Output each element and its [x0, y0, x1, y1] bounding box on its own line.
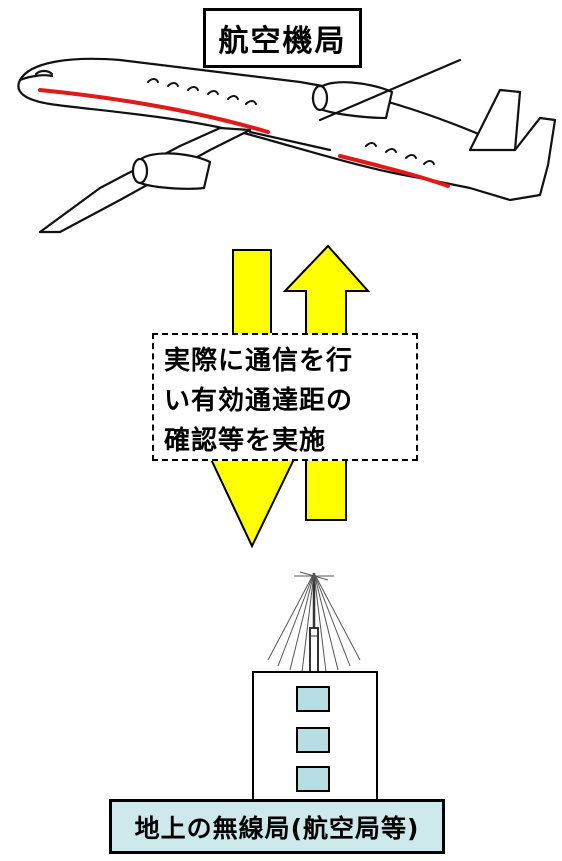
note-line-3: 確認等を実施 — [164, 426, 327, 456]
note-line-1: 実際に通信を行 — [164, 346, 354, 376]
ground-station-label: 地上の無線局(航空局等) — [134, 813, 420, 843]
aircraft-station-title: 航空機局 — [203, 8, 362, 68]
aircraft-icon — [17, 57, 557, 234]
note-line-2: い有効通達距の — [164, 386, 354, 416]
building-window — [296, 766, 330, 792]
building-window — [296, 727, 330, 753]
discone-antenna-icon — [267, 571, 361, 673]
station-box-bg — [110, 800, 444, 853]
aircraft-station-label: 航空機局 — [218, 24, 347, 59]
ground-station-label-box: 地上の無線局(航空局等) — [109, 799, 445, 854]
communication-note-box: 実際に通信を行 い有効通達距の 確認等を実施 — [152, 333, 418, 461]
building-window — [296, 686, 330, 712]
building-icon — [252, 671, 378, 803]
downlink-arrow-head — [208, 456, 297, 549]
